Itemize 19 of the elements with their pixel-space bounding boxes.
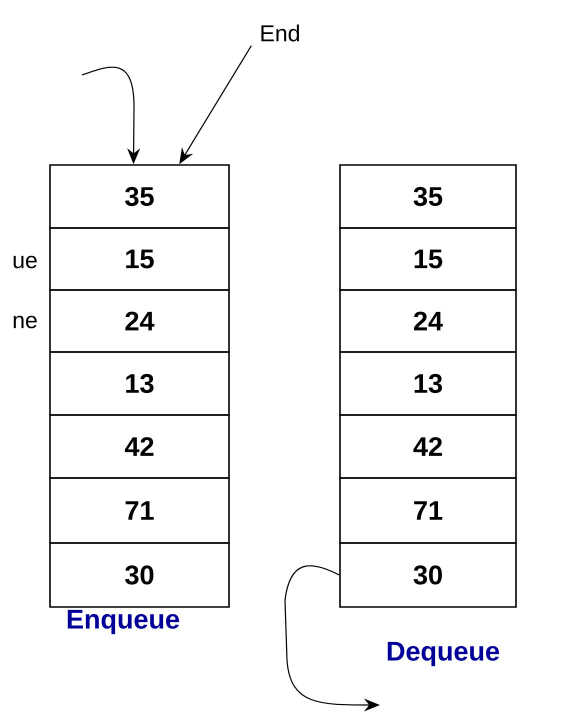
queue-cell: 30 bbox=[49, 542, 230, 608]
queue-cell: 13 bbox=[49, 351, 230, 416]
pointer-label: End bbox=[261, 24, 299, 42]
queue-cell: 71 bbox=[339, 477, 517, 544]
cut-off-label: ue bbox=[14, 256, 37, 268]
queue-cell: 30 bbox=[339, 542, 517, 608]
queue-cell: 35 bbox=[49, 164, 230, 229]
queue-cell: 13 bbox=[339, 351, 517, 416]
queue-cell: 15 bbox=[339, 227, 517, 291]
queue-cell: 35 bbox=[339, 164, 517, 229]
queue-cell: 24 bbox=[49, 289, 230, 353]
queue-cell: 24 bbox=[339, 289, 517, 353]
queue-cell: 71 bbox=[49, 477, 230, 544]
queue-cell: 42 bbox=[339, 414, 517, 479]
queue-title: Dequeue bbox=[388, 642, 500, 666]
queue-cell: 42 bbox=[49, 414, 230, 479]
queue-title: Enqueue bbox=[68, 610, 180, 634]
cut-off-label: ne bbox=[14, 316, 37, 328]
queue-cell: 15 bbox=[49, 227, 230, 291]
